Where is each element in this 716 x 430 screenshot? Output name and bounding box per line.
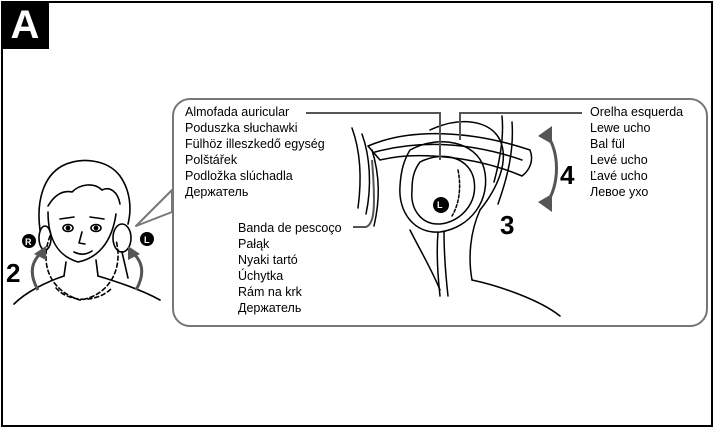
neckband-label-hu: Nyaki tartó bbox=[238, 253, 298, 269]
ear-pad-label-hu: Fülhöz illeszkedő egység bbox=[185, 137, 325, 153]
ear-pad-label-ru: Держатель bbox=[185, 185, 248, 201]
neckband-label-pl: Pałąk bbox=[238, 237, 269, 253]
left-ear-label-pt: Orelha esquerda bbox=[590, 105, 683, 121]
step-number-3: 3 bbox=[500, 210, 514, 241]
neckband-label-pt: Banda de pescoço bbox=[238, 221, 342, 237]
neckband-leader-line bbox=[353, 160, 374, 227]
neckband-label-cs: Úchytka bbox=[238, 269, 283, 285]
rotate-down-arrow-icon bbox=[538, 194, 552, 212]
left-ear-label-pl: Lewe ucho bbox=[590, 121, 650, 137]
left-ear-label-hu: Bal fül bbox=[590, 137, 625, 153]
ear-pad-label-pl: Poduszka słuchawki bbox=[185, 121, 298, 137]
step-number-4: 4 bbox=[560, 160, 574, 191]
left-ear-leader-line bbox=[460, 113, 582, 140]
ear-pad-label-pt: Almofada auricular bbox=[185, 105, 289, 121]
ear-pad-label-sk: Podložka slúchadla bbox=[185, 169, 293, 185]
rotate-up-arrow-icon bbox=[538, 126, 552, 144]
left-ear-label-cs: Levé ucho bbox=[590, 153, 648, 169]
neckband-label-ru: Держатель bbox=[238, 301, 301, 317]
left-ear-label-ru: Левое ухо bbox=[590, 185, 648, 201]
left-ear-label-sk: Ľavé ucho bbox=[590, 169, 648, 185]
neckband-label-sk: Rám na krk bbox=[238, 285, 302, 301]
cup-left-marker-label: L bbox=[437, 198, 443, 214]
ear-pad-label-cs: Polštářek bbox=[185, 153, 237, 169]
